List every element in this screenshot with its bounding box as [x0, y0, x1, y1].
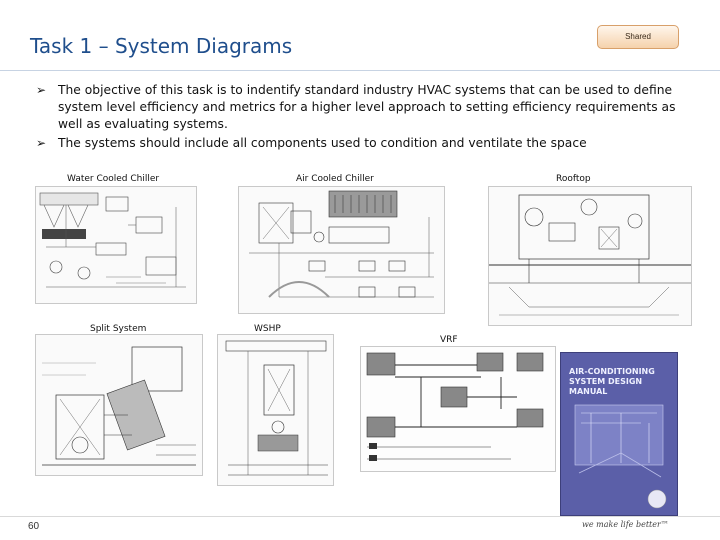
bullet-text: The objective of this task is to indenti… — [58, 83, 676, 131]
title-divider — [0, 70, 720, 71]
bullet-list: ➢ The objective of this task is to inden… — [36, 82, 686, 154]
bullet-arrow-icon: ➢ — [36, 136, 47, 150]
wshp-diagram — [217, 334, 334, 486]
brand-tagline: we make life better™ — [582, 520, 669, 529]
slide-number: 60 — [28, 521, 40, 532]
rooftop-diagram — [488, 186, 692, 326]
shared-badge: Shared — [597, 25, 679, 49]
label-water-cooled-chiller: Water Cooled Chiller — [67, 174, 160, 184]
label-air-cooled-chiller: Air Cooled Chiller — [296, 174, 374, 184]
vrf-diagram — [360, 346, 556, 472]
slide-title: Task 1 – System Diagrams — [30, 34, 293, 58]
label-vrf: VRF — [440, 335, 458, 345]
design-manual-book-cover: AIR-CONDITIONING SYSTEM DESIGN MANUAL — [560, 352, 678, 516]
split-system-diagram — [35, 334, 203, 476]
bullet-components: ➢ The systems should include all compone… — [36, 135, 686, 152]
bullet-objective: ➢ The objective of this task is to inden… — [36, 82, 686, 133]
label-wshp: WSHP — [254, 324, 281, 334]
bullet-text: The systems should include all component… — [58, 136, 587, 150]
water-cooled-chiller-diagram — [35, 186, 197, 304]
book-title: AIR-CONDITIONING SYSTEM DESIGN MANUAL — [569, 367, 655, 396]
footer-divider — [0, 516, 720, 517]
air-cooled-chiller-diagram — [238, 186, 445, 314]
label-split-system: Split System — [90, 324, 147, 334]
label-rooftop: Rooftop — [556, 174, 591, 184]
bullet-arrow-icon: ➢ — [36, 83, 47, 97]
